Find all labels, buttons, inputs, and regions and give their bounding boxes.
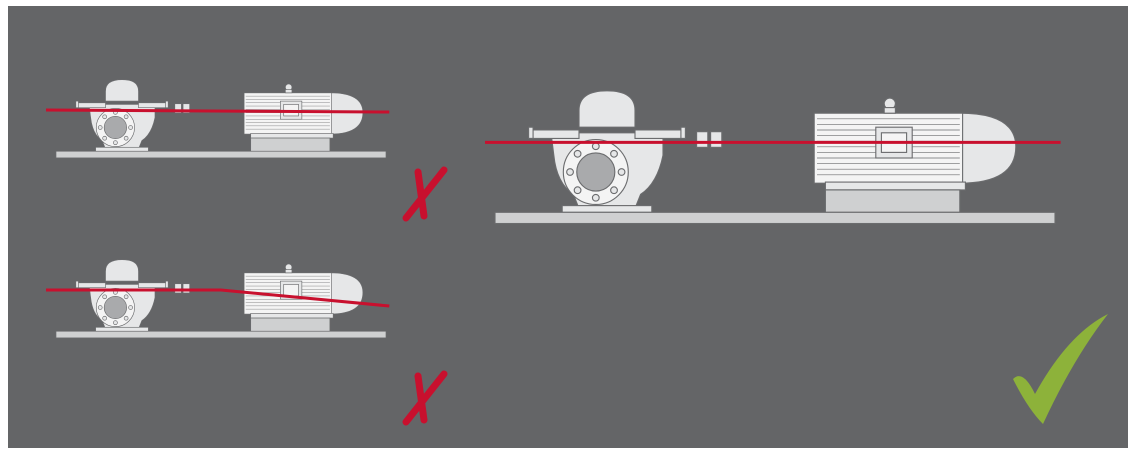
alignment-diagram: .m-fill{fill:#e6e7e8;stroke:#6b6c6e;stro…: [8, 6, 1128, 448]
cross-icon: [402, 166, 448, 222]
check-icon: [1013, 314, 1108, 424]
panel-aligned: [485, 90, 1108, 424]
diagram-svg: .m-fill{fill:#e6e7e8;stroke:#6b6c6e;stro…: [8, 6, 1128, 448]
cross-icon: [402, 370, 448, 426]
panel-misaligned-angular: [46, 259, 448, 426]
shaft-centerline: [46, 288, 390, 308]
shaft-centerline: [45, 108, 390, 114]
diagram-background: [8, 6, 1128, 448]
panel-misaligned-offset: [45, 79, 448, 222]
